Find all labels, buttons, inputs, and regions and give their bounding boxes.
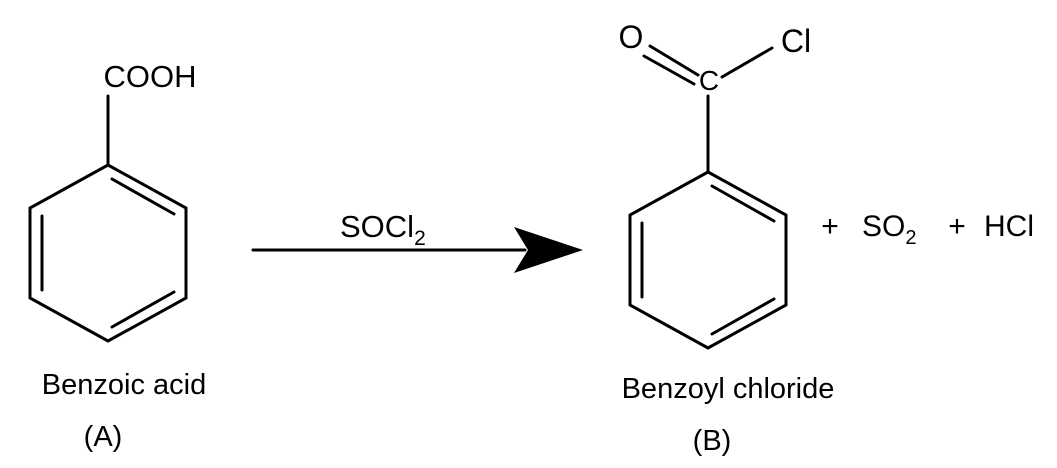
benzoyl-chloride-name: Benzoyl chloride [622, 373, 835, 405]
carbon-atom-label: C [699, 65, 719, 96]
reagent-label: SOCl2 [340, 209, 426, 250]
chlorine-atom-label: Cl [781, 23, 811, 59]
sulfur-dioxide-label: SO2 [862, 210, 916, 249]
carbonyl-double-bond-outer [648, 44, 700, 77]
benzoyl-chloride-structure: O C Cl [619, 19, 811, 350]
reactant-tag: (A) [84, 421, 123, 453]
reaction-arrow [251, 227, 583, 273]
benzene-ring-a [28, 163, 188, 343]
benzoic-acid-structure: COOH [28, 59, 197, 343]
carbonyl-double-bond-inner [642, 54, 696, 86]
product-tag: (B) [693, 425, 732, 457]
benzene-ring-b [628, 170, 788, 350]
oxygen-atom-label: O [619, 19, 644, 55]
plus-sign-1: + [821, 210, 839, 243]
arrow-head [514, 227, 583, 273]
ring-b-double-bond-2 [710, 297, 776, 336]
hydrogen-chloride-label: HCl [984, 210, 1034, 243]
plus-sign-2: + [948, 210, 966, 243]
ring-b-double-bond-1 [710, 184, 776, 223]
cooh-label: COOH [104, 59, 197, 94]
carbon-chlorine-bond [720, 46, 774, 79]
benzoic-acid-name: Benzoic acid [42, 369, 206, 401]
ring-a-double-bond-1 [110, 177, 176, 216]
byproducts: + SO2 + HCl [821, 210, 1034, 249]
ring-a-double-bond-2 [110, 290, 176, 329]
